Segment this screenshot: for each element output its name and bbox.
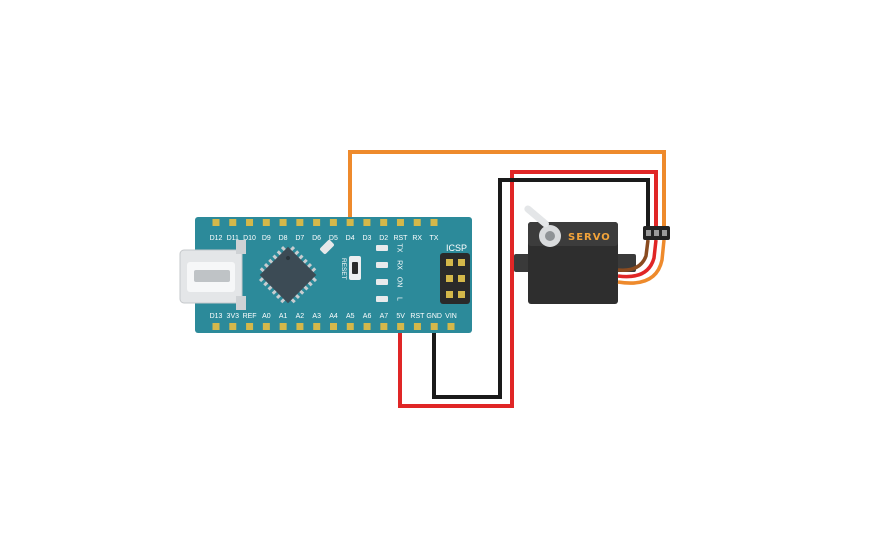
bottom-pin-a5 [346,323,354,330]
led-label: L [396,297,403,301]
bottom-pin-label: A4 [329,313,338,320]
bottom-pin-a4 [330,323,337,330]
bottom-pin-a6 [363,323,371,330]
bottom-pin-a0 [262,323,270,330]
top-pin-d3 [363,219,371,226]
bottom-pin-label: A2 [296,313,305,320]
signal-wire [348,150,666,228]
bottom-pin-label: 5V [396,313,405,320]
bottom-pin-a2 [296,323,304,330]
bottom-pin-a3 [313,323,321,330]
top-pin-label: RX [412,235,422,242]
top-pin-label: D5 [329,235,338,242]
usb-connector [179,240,246,310]
led-label: ON [396,277,403,288]
top-pin-d9 [262,219,270,226]
top-pin-label: D7 [295,235,304,242]
top-pin-header: D12 D11 D10 D9 D8 D7 D6 D5 D4 D3 D2 RST RX TX [210,219,439,242]
led-label: TX [396,244,403,253]
servo-cable-red [617,239,658,279]
icsp-label: ICSP [446,243,467,253]
servo-horn-arm [524,205,549,228]
top-pin-d2 [380,219,388,226]
led-on [376,279,388,285]
reset-button [349,256,361,280]
bottom-pin-label: A3 [312,313,321,320]
top-pin-label: D2 [379,235,388,242]
bottom-pin-label: 3V3 [227,313,240,320]
bottom-pin-label: RST [410,313,425,320]
icsp-header [440,253,470,304]
top-pin-label: D11 [227,235,239,242]
top-pin-d11 [229,219,237,226]
top-pin-d5 [329,219,337,226]
top-pin-label: TX [430,235,439,242]
reset-label: RESET [340,258,347,280]
bottom-pin-ref [246,323,254,330]
top-pin-label: RST [393,235,408,242]
bottom-pin-d13 [212,323,220,330]
bottom-pin-vin [447,323,455,330]
bottom-pin-label: A0 [262,313,271,320]
led-tx [376,245,388,251]
bottom-pin-a7 [380,323,388,330]
status-leds: TX RX ON L [376,244,403,302]
bottom-pin-label: D13 [210,313,223,320]
ground-wire [432,178,650,399]
top-pin-label: D6 [312,235,321,242]
bottom-pin-label: A7 [380,313,389,320]
led-label: RX [396,260,403,270]
top-pin-d10 [246,219,254,226]
servo-cable-orange [617,239,666,285]
led-rx [376,262,388,268]
bottom-pin-label: GND [426,313,442,320]
servo-cable-brown [617,239,650,272]
servo-motor: SERVO [514,205,670,304]
bottom-pin-label: A5 [346,313,355,320]
top-pin-d4 [346,219,354,226]
top-pin-label: D4 [346,235,355,242]
bottom-pin-5v [397,323,405,330]
pcb [195,217,472,333]
top-pin-tx [430,219,438,226]
top-pin-d8 [279,219,287,226]
bottom-pin-3v3 [229,323,237,330]
bottom-pin-a1 [279,323,287,330]
crystal [320,240,334,254]
top-pin-label: D10 [243,235,256,242]
top-pin-d7 [296,219,304,226]
led-l [376,296,388,302]
bottom-pin-label: A6 [363,313,372,320]
top-pin-label: D3 [362,235,371,242]
top-pin-d6 [313,219,321,226]
top-pin-label: D9 [262,235,271,242]
bottom-pin-label: REF [243,313,257,320]
bottom-pin-label: VIN [445,313,457,320]
top-pin-label: D12 [210,235,223,242]
top-pin-label: D8 [279,235,288,242]
top-pin-rx [413,219,421,226]
bottom-pin-gnd [430,323,438,330]
top-pin-rst [396,219,404,226]
power-wire [398,170,658,408]
bottom-pin-label: A1 [279,313,288,320]
top-pin-d12 [212,219,220,226]
bottom-pin-rst [413,323,421,330]
servo-label: SERVO [568,232,611,243]
